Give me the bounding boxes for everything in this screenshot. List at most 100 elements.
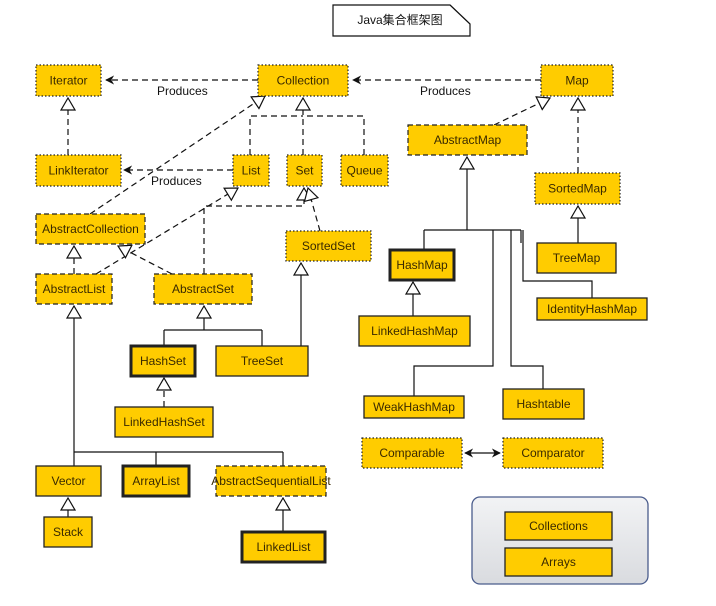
node-treeset-box	[215, 345, 309, 377]
node-hashmap-box	[388, 248, 456, 282]
node-set-box	[286, 154, 323, 187]
edge-labels: Produces Produces Produces	[151, 84, 471, 188]
node-collection-label: Collection	[277, 74, 330, 88]
node-treemap-box	[536, 242, 617, 274]
node-map-label: Map	[565, 74, 589, 88]
edge-identityhashmap-branch	[522, 230, 593, 298]
node-weakhashmap-label: WeakHashMap	[373, 400, 455, 414]
edge-label-iterator-produces: Produces	[157, 84, 208, 98]
node-abstractlist-label: AbstractList	[43, 282, 106, 296]
edges	[68, 75, 593, 532]
diagram-title: Java集合框架图	[332, 4, 471, 37]
node-queue-box	[340, 154, 389, 187]
node-abstractmap: AbstractMap	[407, 124, 528, 156]
node-map: Map	[540, 64, 614, 97]
edge-label-list-produces: Produces	[151, 174, 202, 188]
node-sortedset-box	[285, 230, 372, 262]
node-linkiterator-label: LinkIterator	[48, 164, 108, 178]
node-hashset: HashSet	[129, 344, 197, 378]
node-linkedlist: LinkedList	[240, 530, 327, 564]
node-abstractsequentiallist-box	[215, 465, 327, 497]
node-list: List	[232, 154, 270, 187]
edge-abstractcollection-implements-collection	[89, 96, 265, 215]
node-iterator-box	[35, 64, 102, 97]
node-stack-label: Stack	[53, 525, 84, 539]
node-collections: Collections	[504, 511, 613, 541]
node-collections-box	[504, 511, 613, 541]
node-comparator-label: Comparator	[521, 446, 584, 460]
node-hashtable-box	[502, 388, 585, 420]
node-abstractcollection-box	[35, 213, 146, 245]
node-vector-box	[35, 465, 102, 497]
node-linkiterator: LinkIterator	[35, 154, 122, 187]
node-weakhashmap-box	[363, 395, 465, 419]
node-queue: Queue	[340, 154, 389, 187]
node-abstractsequentiallist: AbstractSequentialList	[211, 465, 331, 497]
edge-abstractlist-implements-list	[95, 188, 238, 275]
node-linkedhashset: LinkedHashSet	[114, 406, 214, 438]
node-collections-label: Collections	[529, 519, 588, 533]
node-comparable-box	[361, 437, 463, 469]
edge-list-extends-collection	[249, 115, 303, 155]
node-treemap: TreeMap	[536, 242, 617, 274]
node-abstractmap-label: AbstractMap	[434, 133, 502, 147]
node-linkedhashset-label: LinkedHashSet	[123, 415, 205, 429]
node-comparable: Comparable	[361, 437, 463, 469]
node-treeset: TreeSet	[215, 345, 309, 377]
node-hashtable-label: Hashtable	[516, 397, 570, 411]
node-sortedmap: SortedMap	[534, 172, 621, 205]
node-hashset-box	[129, 344, 197, 378]
node-comparable-label: Comparable	[379, 446, 445, 460]
node-linkedhashset-box	[114, 406, 214, 438]
edge-hashtable-branch	[510, 230, 544, 389]
node-sortedset-label: SortedSet	[302, 239, 356, 253]
node-abstractmap-box	[407, 124, 528, 156]
node-collection-box	[257, 64, 349, 97]
edge-abstractset-extends-abstractcollection	[118, 246, 173, 275]
node-arraylist-box	[121, 464, 191, 498]
node-arrays-box	[504, 547, 613, 577]
node-arrays-label: Arrays	[541, 555, 576, 569]
node-weakhashmap: WeakHashMap	[363, 395, 465, 419]
node-abstractset-label: AbstractSet	[172, 282, 235, 296]
node-comparator: Comparator	[502, 437, 604, 469]
node-linkiterator-box	[35, 154, 122, 187]
node-list-box	[232, 154, 270, 187]
node-hashmap-label: HashMap	[396, 258, 448, 272]
node-identityhashmap: IdentityHashMap	[536, 297, 648, 321]
node-map-box	[540, 64, 614, 97]
node-set-label: Set	[295, 164, 314, 178]
node-iterator: Iterator	[35, 64, 102, 97]
node-treeset-label: TreeSet	[241, 354, 284, 368]
node-hashset-label: HashSet	[140, 354, 187, 368]
node-abstractsequentiallist-label: AbstractSequentialList	[211, 474, 331, 488]
node-identityhashmap-label: IdentityHashMap	[547, 302, 637, 316]
node-identityhashmap-box	[536, 297, 648, 321]
node-abstractset-box	[153, 273, 253, 305]
node-set: Set	[286, 154, 323, 187]
node-arraylist-label: ArrayList	[132, 474, 180, 488]
node-abstractlist-box	[35, 273, 113, 305]
node-abstractlist: AbstractList	[35, 273, 113, 305]
node-sortedmap-box	[534, 172, 621, 205]
node-queue-label: Queue	[346, 164, 382, 178]
node-hashtable: Hashtable	[502, 388, 585, 420]
node-vector-label: Vector	[51, 474, 85, 488]
node-hashmap: HashMap	[388, 248, 456, 282]
node-linkedhashmap-box	[358, 315, 471, 347]
diagram-title-text: Java集合框架图	[357, 12, 442, 27]
node-abstractcollection: AbstractCollection	[35, 213, 146, 245]
edge-queue-extends-collection	[303, 115, 365, 155]
edge-sortedset-extends-set	[308, 188, 321, 232]
edge-label-map-produces: Produces	[420, 84, 471, 98]
node-iterator-label: Iterator	[49, 74, 87, 88]
node-list-label: List	[242, 164, 261, 178]
node-abstractcollection-label: AbstractCollection	[42, 222, 139, 236]
edge-weakhashmap-branch	[413, 230, 494, 396]
node-stack: Stack	[43, 516, 93, 548]
node-stack-box	[43, 516, 93, 548]
node-treemap-label: TreeMap	[553, 251, 601, 265]
node-linkedhashmap-label: LinkedHashMap	[371, 324, 458, 338]
